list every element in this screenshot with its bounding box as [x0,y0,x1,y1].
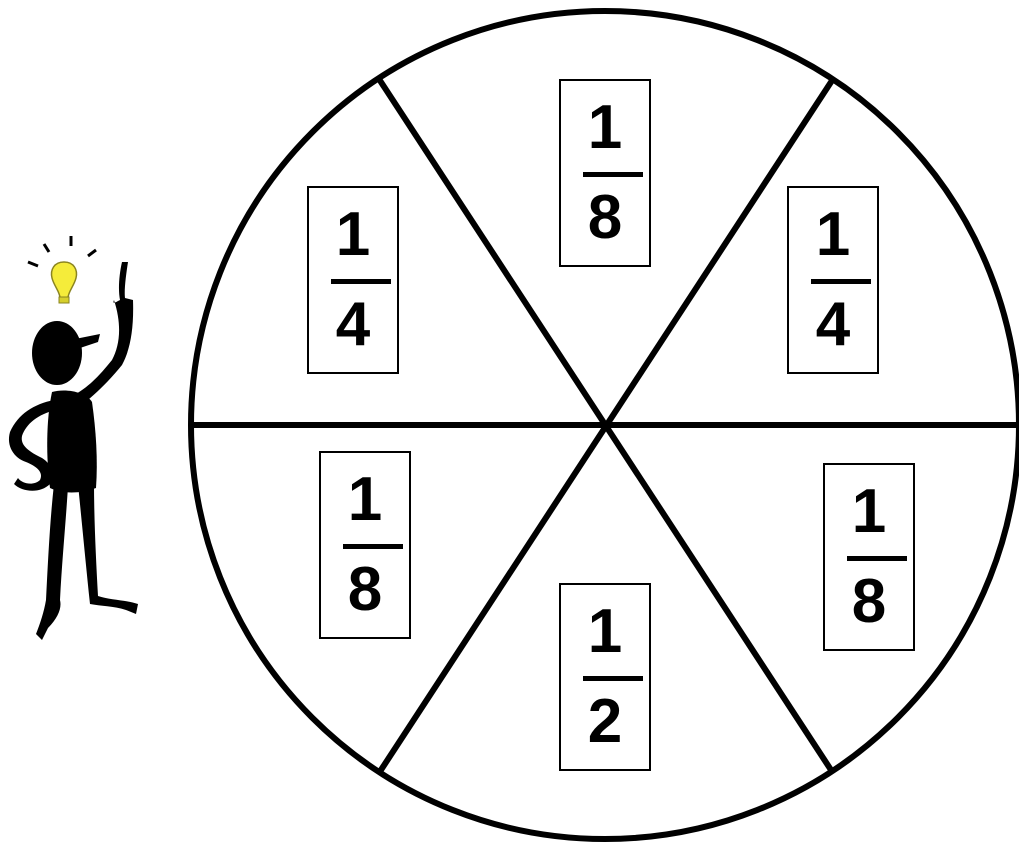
numerator: 1 [321,469,409,531]
denominator: 4 [789,294,877,356]
fraction-label-lower-left: 1 8 [319,451,411,639]
fraction-label-upper-right: 1 4 [787,186,879,374]
fraction-bar [583,172,643,177]
denominator: 8 [561,187,649,249]
fraction-label-top: 1 8 [559,79,651,267]
fraction-bar [811,279,871,284]
fraction-bar [343,544,403,549]
denominator: 8 [825,571,913,633]
light-bulb-icon [28,236,96,303]
numerator: 1 [825,481,913,543]
denominator: 8 [321,559,409,621]
denominator: 4 [309,294,397,356]
numerator: 1 [309,204,397,266]
fraction-label-bottom: 1 2 [559,583,651,771]
fraction-bar [583,676,643,681]
numerator: 1 [561,97,649,159]
fraction-label-lower-right: 1 8 [823,463,915,651]
fraction-label-upper-left: 1 4 [307,186,399,374]
fraction-bar [331,279,391,284]
fraction-bar [847,556,907,561]
numerator: 1 [789,204,877,266]
thinking-stick-figure-icon [9,236,138,640]
numerator: 1 [561,601,649,663]
denominator: 2 [561,691,649,753]
figure-head [32,321,82,385]
